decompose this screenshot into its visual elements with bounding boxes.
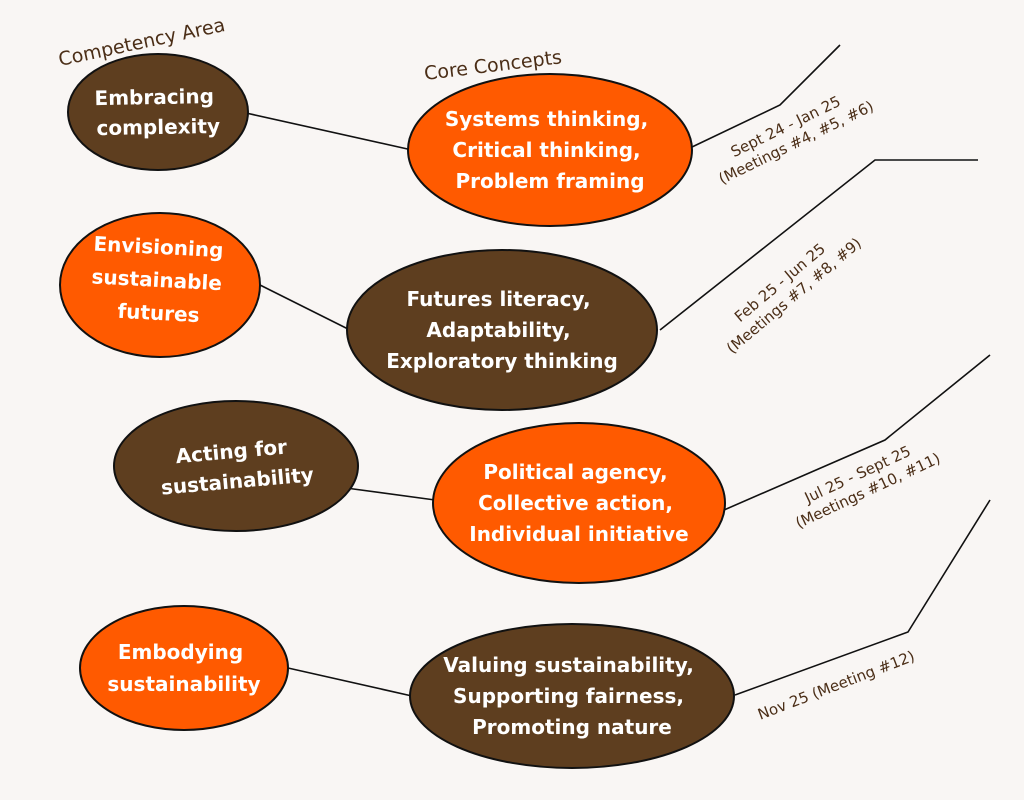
competency-ellipse bbox=[59, 212, 261, 358]
competency-ellipse bbox=[67, 53, 249, 171]
competency-label: Embodying sustainability bbox=[107, 640, 260, 696]
concepts-label: Political agency, Collective action, Ind… bbox=[469, 460, 689, 546]
competency-ellipse bbox=[113, 400, 359, 532]
timeline-label-2: Feb 25 - Jun 25 (Meetings #7, #8, #9) bbox=[711, 220, 865, 358]
competency-embodying-sustainability: Embodying sustainability bbox=[79, 605, 289, 731]
timeline-line-3 bbox=[723, 354, 991, 511]
competency-ellipse bbox=[79, 605, 289, 731]
competency-acting-for-sustainability: Acting for sustainability bbox=[113, 400, 359, 532]
concepts-label: Valuing sustainability, Supporting fairn… bbox=[443, 653, 701, 739]
link-row-2 bbox=[259, 284, 351, 331]
timeline-label-3: Jul 25 - Sept 25 (Meetings #10, #11) bbox=[785, 432, 943, 532]
link-row-3 bbox=[345, 487, 436, 501]
competency-embracing-complexity: Embracing complexity bbox=[67, 53, 249, 171]
concepts-ellipse bbox=[409, 623, 735, 769]
concepts-systems-thinking: Systems thinking, Critical thinking, Pro… bbox=[407, 73, 693, 227]
timeline-text: Feb 25 - Jun 25 (Meetings #7, #8, #9) bbox=[711, 220, 865, 358]
link-row-4 bbox=[287, 667, 413, 697]
concepts-label: Systems thinking, Critical thinking, Pro… bbox=[445, 107, 655, 193]
competency-envisioning-sustainable-futures: Envisioning sustainable futures bbox=[59, 212, 261, 358]
concepts-ellipse bbox=[432, 422, 726, 584]
timeline-text: Jul 25 - Sept 25 (Meetings #10, #11) bbox=[785, 432, 943, 532]
concepts-political-agency: Political agency, Collective action, Ind… bbox=[432, 422, 726, 584]
concepts-label: Futures literacy, Adaptability, Explorat… bbox=[386, 287, 618, 373]
timeline-line-4 bbox=[734, 499, 991, 696]
concepts-ellipse bbox=[346, 249, 658, 411]
concepts-futures-literacy: Futures literacy, Adaptability, Explorat… bbox=[346, 249, 658, 411]
timeline-line-2 bbox=[659, 159, 978, 331]
timeline-text: Sept 24 - Jan 25 (Meetings #4, #5, #6) bbox=[707, 80, 876, 188]
concepts-ellipse bbox=[407, 73, 693, 227]
timeline-line-1 bbox=[691, 44, 841, 148]
link-row-1 bbox=[245, 112, 413, 151]
concepts-valuing-sustainability: Valuing sustainability, Supporting fairn… bbox=[409, 623, 735, 769]
timeline-label-1: Sept 24 - Jan 25 (Meetings #4, #5, #6) bbox=[707, 80, 877, 188]
competency-label: Embracing complexity bbox=[94, 84, 221, 140]
